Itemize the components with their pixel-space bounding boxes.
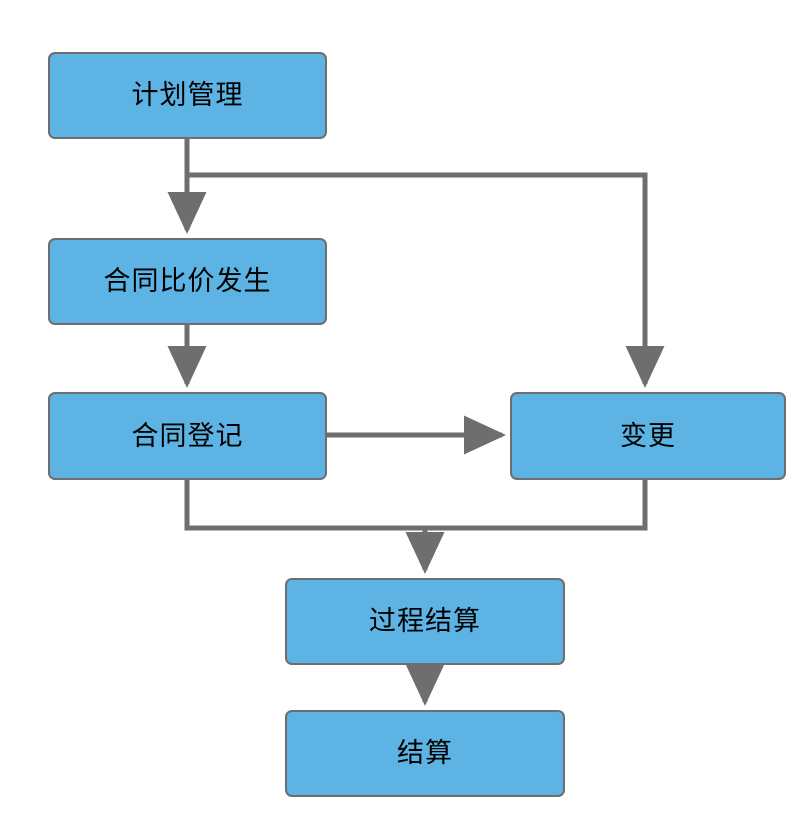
node-plan-management[interactable]: 计划管理 <box>48 52 327 139</box>
node-contract-registration[interactable]: 合同登记 <box>48 392 327 480</box>
node-label: 合同比价发生 <box>103 266 272 297</box>
node-label: 结算 <box>397 738 453 769</box>
edge-registration-to-process <box>184 480 425 531</box>
node-process-settlement[interactable]: 过程结算 <box>285 578 565 665</box>
node-label: 过程结算 <box>369 606 481 637</box>
edge-change-to-process <box>425 480 648 531</box>
node-change[interactable]: 变更 <box>510 392 786 480</box>
edge-plan-to-change <box>187 172 665 389</box>
node-contract-price-comparison[interactable]: 合同比价发生 <box>48 238 327 325</box>
node-label: 计划管理 <box>131 80 244 111</box>
node-label: 合同登记 <box>131 420 244 452</box>
node-label: 变更 <box>620 420 676 452</box>
node-settlement[interactable]: 结算 <box>285 710 565 797</box>
